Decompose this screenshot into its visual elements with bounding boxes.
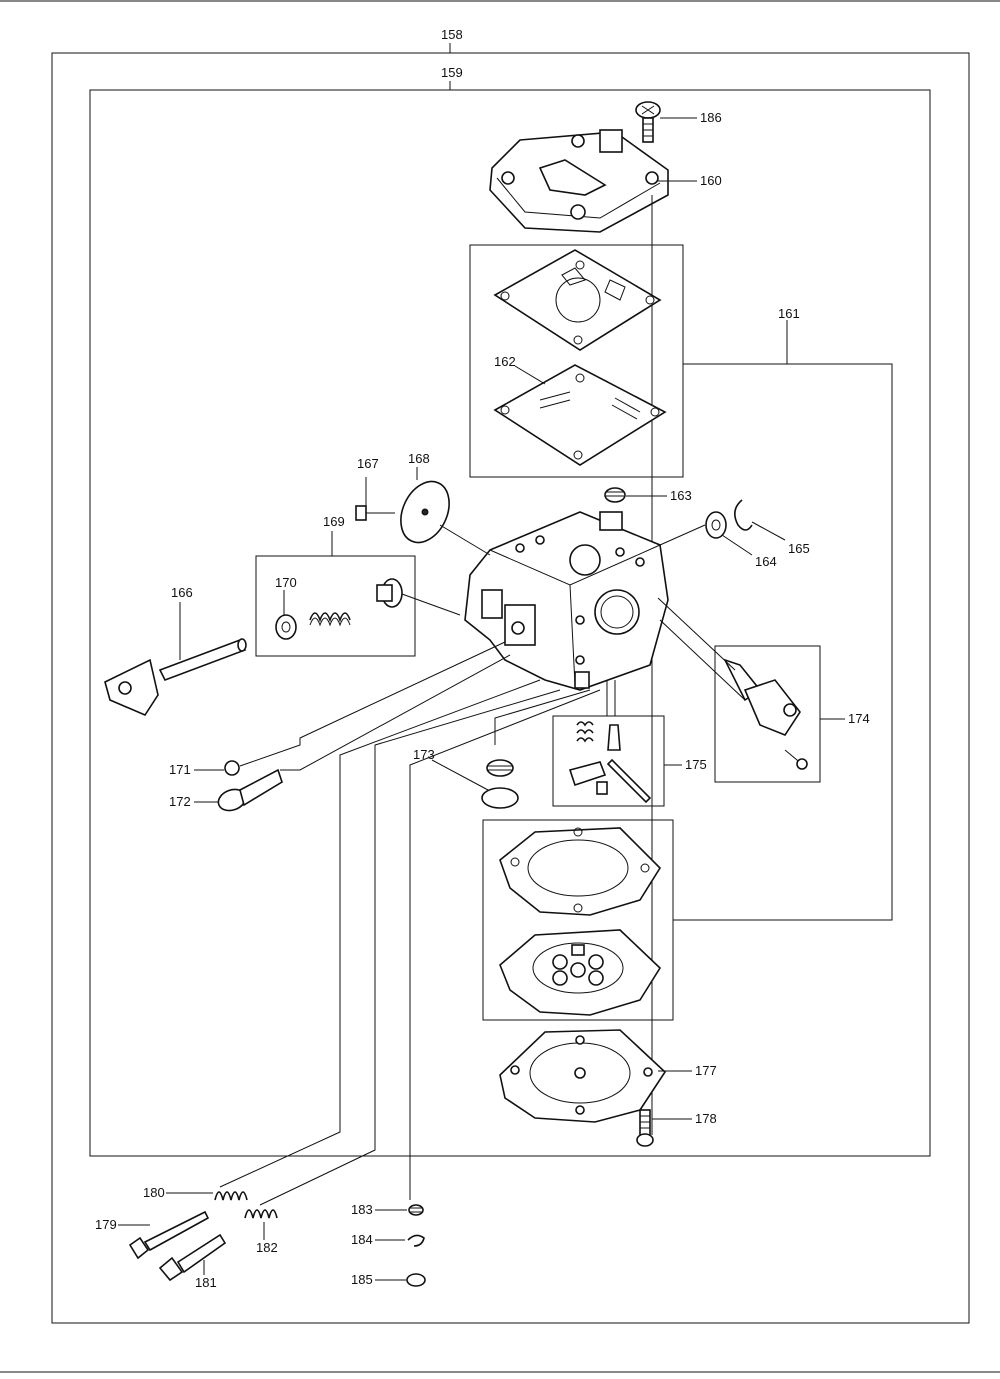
- gasket-box-upper: [469, 244, 684, 478]
- label-161: 161: [778, 306, 800, 321]
- screen-183: [408, 1204, 424, 1216]
- throttle-plate-168: [400, 480, 450, 544]
- label-181: 181: [195, 1275, 217, 1290]
- label-170: 170: [275, 575, 297, 590]
- screw-181: [158, 1233, 227, 1282]
- label-164: 164: [755, 554, 777, 569]
- leader-171-path: [239, 641, 506, 767]
- screen-163: [604, 487, 626, 503]
- screw-179: [128, 1210, 210, 1260]
- box-175: [552, 715, 665, 807]
- gasket-upper-a: [493, 249, 662, 351]
- frame-159: [89, 89, 931, 1157]
- needle-valve-174: [723, 658, 808, 770]
- label-167: 167: [357, 456, 379, 471]
- leader-172-path: [280, 654, 511, 771]
- oring-185: [406, 1273, 426, 1287]
- label-185: 185: [351, 1272, 373, 1287]
- label-174: 174: [848, 711, 870, 726]
- clip-165: [734, 499, 753, 531]
- label-171: 171: [169, 762, 191, 777]
- label-177: 177: [695, 1063, 717, 1078]
- clip-184: [407, 1234, 425, 1247]
- screw-167: [355, 505, 380, 521]
- leader-173: [431, 759, 489, 791]
- leader-182-path: [259, 689, 561, 1206]
- label-178: 178: [695, 1111, 717, 1126]
- oring-173: [481, 787, 519, 809]
- bushing-169: [376, 578, 403, 608]
- label-186: 186: [700, 110, 722, 125]
- label-159: 159: [441, 65, 463, 80]
- gasket-upper-b: [493, 364, 667, 466]
- label-180: 180: [143, 1185, 165, 1200]
- bracket-161: [673, 363, 893, 921]
- frame-158: [51, 52, 970, 1324]
- needle-parts-175: [568, 721, 652, 804]
- washer-170: [275, 614, 297, 640]
- gasket-box-lower: [482, 819, 674, 1021]
- screen-173: [486, 759, 514, 777]
- label-169: 169: [323, 514, 345, 529]
- label-184: 184: [351, 1232, 373, 1247]
- label-158: 158: [441, 27, 463, 42]
- diaphragm-cover-177: [499, 1029, 667, 1123]
- leader-164: [721, 534, 753, 556]
- throttle-shaft-166: [104, 638, 247, 717]
- carburetor-body: [464, 511, 669, 691]
- label-175: 175: [685, 757, 707, 772]
- spring-169: [309, 612, 351, 627]
- screw-186: [635, 101, 661, 143]
- label-166: 166: [171, 585, 193, 600]
- label-183: 183: [351, 1202, 373, 1217]
- spring-182: [244, 1209, 278, 1219]
- leader-180-path: [219, 679, 541, 1188]
- label-182: 182: [256, 1240, 278, 1255]
- screw-178: [636, 1109, 654, 1147]
- ball-171: [224, 760, 240, 776]
- label-160: 160: [700, 173, 722, 188]
- label-172: 172: [169, 794, 191, 809]
- label-165: 165: [788, 541, 810, 556]
- leader-165: [751, 521, 786, 541]
- label-179: 179: [95, 1217, 117, 1232]
- spring-180: [214, 1191, 248, 1201]
- leader-173-path: [494, 689, 591, 745]
- leader-174a: [657, 597, 736, 671]
- label-168: 168: [408, 451, 430, 466]
- leader-162: [514, 365, 546, 385]
- leader-174b: [659, 619, 746, 701]
- label-162: 162: [494, 354, 516, 369]
- washer-164: [705, 511, 727, 539]
- leader-169b: [401, 593, 461, 616]
- gasket-lower-a: [499, 827, 662, 916]
- leader-164a: [659, 524, 706, 546]
- box-169: [255, 555, 416, 657]
- leader-183-path: [409, 689, 601, 1200]
- leader-168b: [439, 524, 491, 556]
- label-173: 173: [413, 747, 435, 762]
- pump-cover-160: [489, 129, 669, 233]
- box-174: [714, 645, 821, 783]
- screw-172: [217, 768, 283, 812]
- label-163: 163: [670, 488, 692, 503]
- gasket-lower-b: [499, 929, 662, 1016]
